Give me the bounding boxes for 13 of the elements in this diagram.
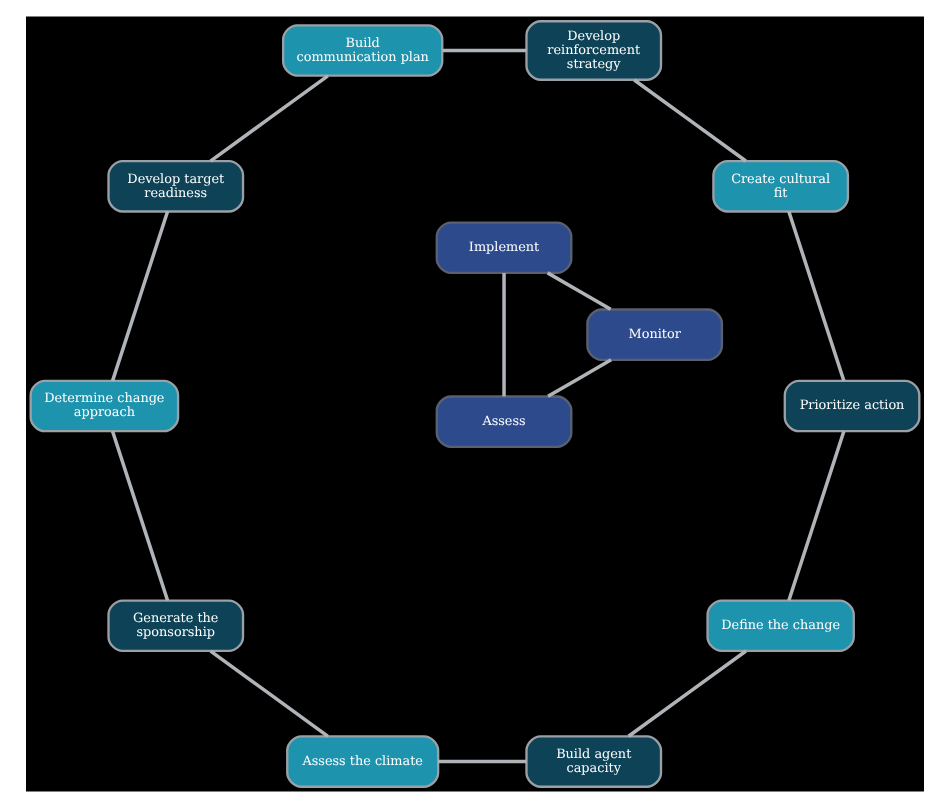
connector	[786, 210, 845, 382]
connector	[626, 649, 746, 738]
connector	[632, 78, 746, 163]
connector	[545, 271, 611, 311]
connector	[546, 358, 611, 398]
connector	[208, 649, 328, 738]
connector	[501, 273, 505, 397]
connector	[786, 430, 845, 602]
connector	[109, 211, 169, 382]
connector	[441, 48, 526, 53]
connector	[437, 759, 526, 764]
connector	[109, 430, 169, 602]
connector	[208, 74, 328, 163]
